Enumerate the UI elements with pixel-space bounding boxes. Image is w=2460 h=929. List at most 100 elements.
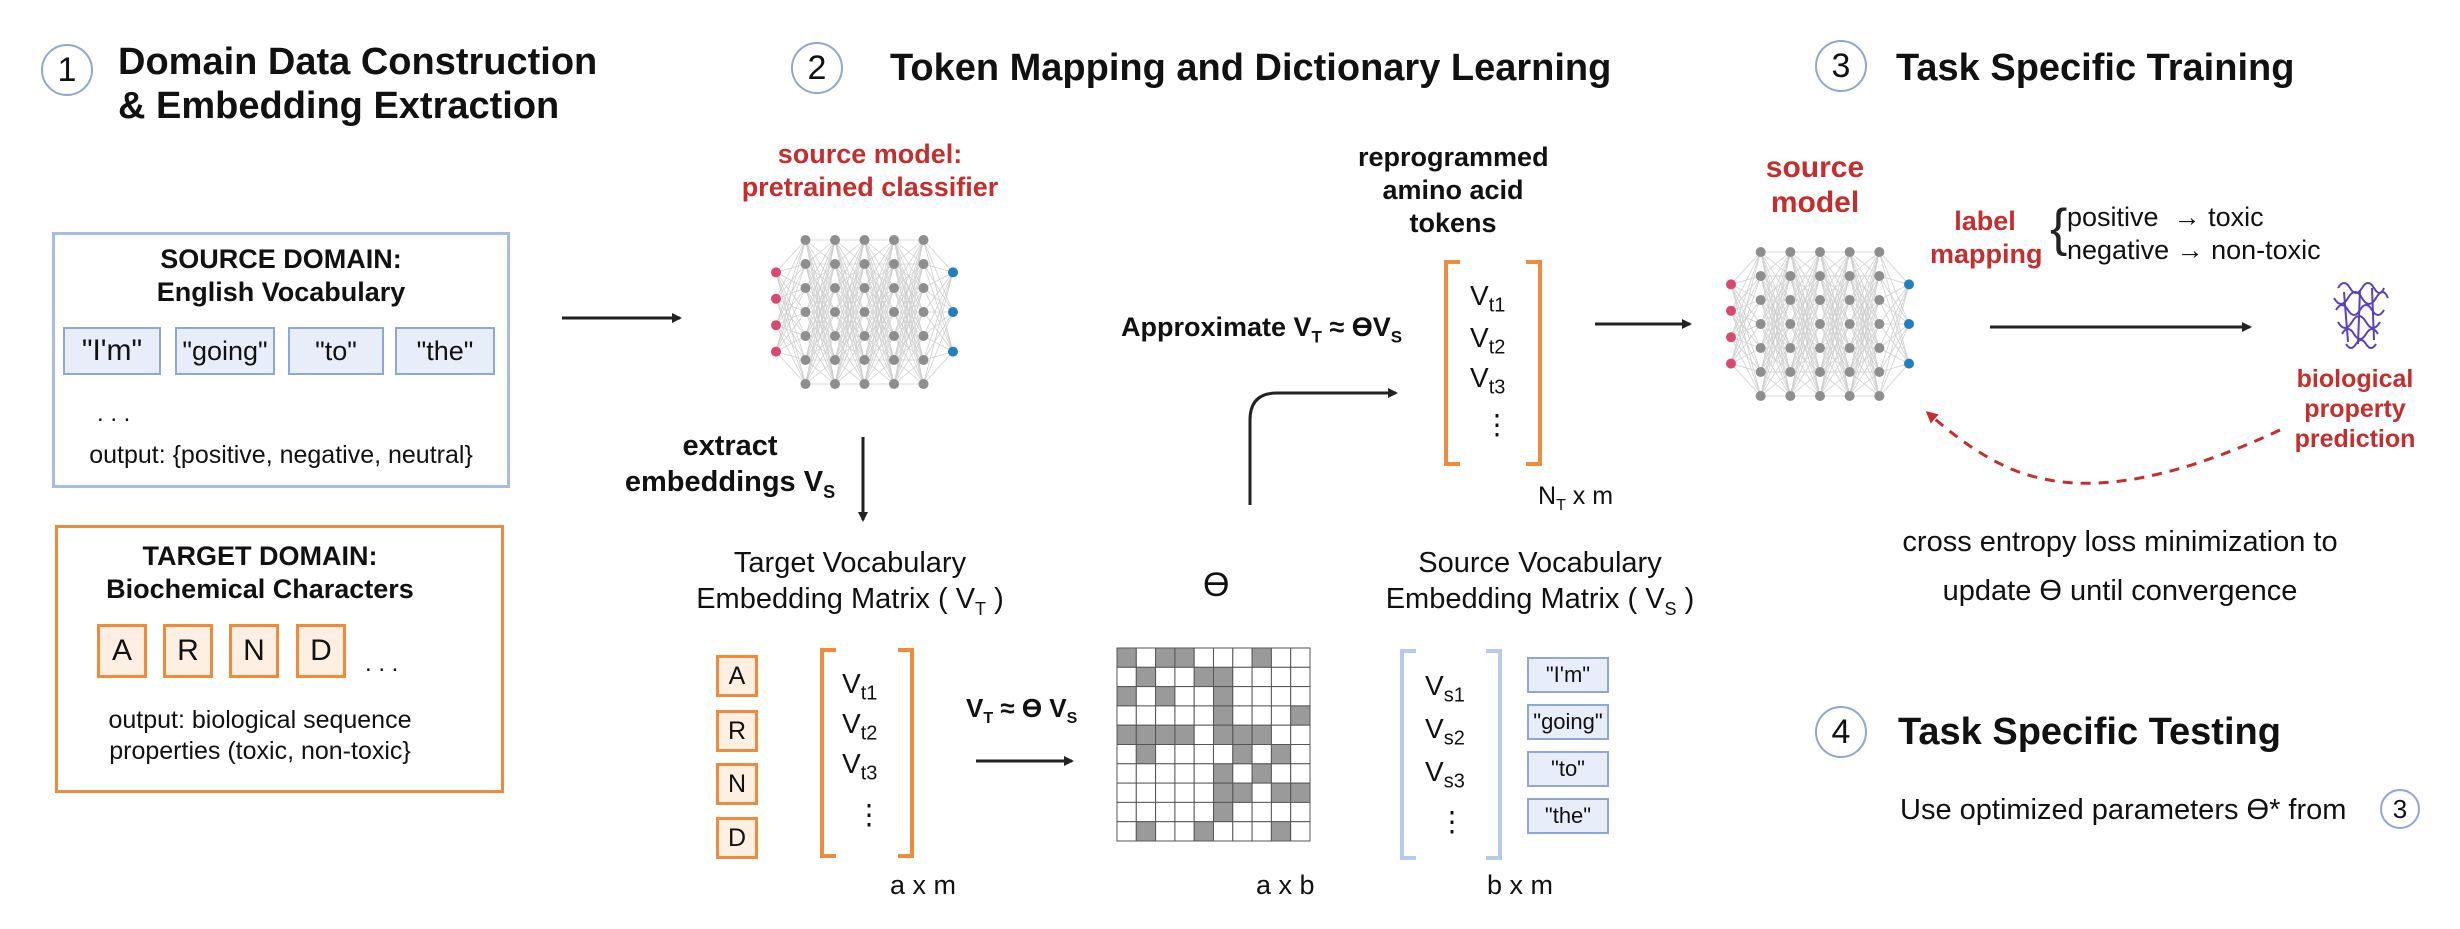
network-edge xyxy=(1730,251,1762,338)
theta-cell xyxy=(1174,705,1195,726)
network-edge xyxy=(805,311,836,385)
theta-cell xyxy=(1174,763,1195,784)
network-edge xyxy=(923,311,954,352)
network-node xyxy=(1815,367,1825,377)
network-edge xyxy=(775,239,806,326)
theta-cell xyxy=(1174,724,1195,746)
source-vector-dots: ⋮ xyxy=(1438,806,1466,837)
network-edge xyxy=(923,311,954,361)
theta-cell xyxy=(1213,724,1234,746)
network-edge xyxy=(1849,299,1880,397)
source-word: "going" xyxy=(175,327,275,375)
target-letter: N xyxy=(229,624,279,678)
network-edge xyxy=(864,287,895,385)
source-word: "the" xyxy=(395,327,495,375)
theta-cell xyxy=(1232,724,1253,746)
theta-cell xyxy=(1174,744,1195,765)
theta-cell xyxy=(1232,647,1253,668)
reprogrammed-vector: Vt1 xyxy=(1470,280,1506,317)
theta-cell xyxy=(1270,705,1292,726)
network-edge xyxy=(775,311,806,326)
theta-cell xyxy=(1116,647,1137,668)
network-edge xyxy=(775,298,806,385)
network-edge xyxy=(1730,336,1761,373)
theta-cell xyxy=(1213,782,1234,803)
network-edge xyxy=(834,287,865,385)
theta-cell xyxy=(1270,821,1292,842)
theta-cell xyxy=(1155,801,1176,823)
network-node xyxy=(1874,343,1885,353)
network-node xyxy=(1785,295,1796,305)
network-edge xyxy=(1730,347,1761,364)
network-node xyxy=(1726,358,1736,369)
network-edge xyxy=(1730,275,1761,285)
network-edge xyxy=(1730,323,1761,364)
network-node xyxy=(771,320,781,331)
network-edge xyxy=(1789,323,1821,397)
network-edge xyxy=(1819,371,1850,397)
theta-cell xyxy=(1290,744,1311,765)
network-node xyxy=(859,355,870,365)
target-matrix-title: Target Vocabulary Embedding Matrix ( VT … xyxy=(696,547,1004,619)
network-edge xyxy=(1879,347,1910,364)
network-edge xyxy=(1849,323,1880,397)
network-edge xyxy=(805,239,836,337)
source-model-label: source model: pretrained classifier xyxy=(741,139,999,202)
theta-cell xyxy=(1213,705,1234,726)
network-node xyxy=(1726,305,1736,316)
network-edge xyxy=(775,287,806,300)
step-4-number: 4 xyxy=(1815,706,1867,758)
network-edge xyxy=(775,324,806,361)
theta-matrix xyxy=(1116,647,1311,842)
network-node xyxy=(1844,343,1855,353)
network-edge xyxy=(893,239,924,265)
theta-cell xyxy=(1213,821,1234,842)
network-edge xyxy=(923,287,954,313)
network-edge xyxy=(834,335,865,385)
network-edge xyxy=(893,311,924,385)
network-node xyxy=(859,307,870,317)
network-edge xyxy=(923,272,954,337)
theta-cell xyxy=(1116,744,1137,765)
theta-cell xyxy=(1290,647,1311,668)
network-node xyxy=(1755,271,1766,281)
theta-cell xyxy=(1232,705,1253,726)
network-node xyxy=(1726,332,1736,343)
network-edge xyxy=(1819,251,1851,301)
theta-cell xyxy=(1213,647,1234,668)
target-vector: Vt3 xyxy=(842,748,878,785)
network-edge xyxy=(1849,347,1880,397)
network-edge xyxy=(775,298,806,361)
network-edge xyxy=(1730,310,1761,325)
network-edge xyxy=(1849,251,1880,349)
theta-cell xyxy=(1155,821,1176,842)
network-edge xyxy=(775,351,806,385)
network-node xyxy=(830,259,840,269)
network-node xyxy=(830,379,840,389)
network-edge xyxy=(1730,284,1762,373)
network-edge xyxy=(775,272,806,385)
network-edge xyxy=(1730,284,1761,301)
theta-cell xyxy=(1251,647,1272,668)
target-matrix-letter: A xyxy=(716,655,758,697)
network-edge xyxy=(805,239,836,313)
target-domain-header: TARGET DOMAIN: Biochemical Characters xyxy=(106,541,414,604)
network-node xyxy=(1755,367,1766,377)
network-node xyxy=(1785,319,1796,329)
theta-cell xyxy=(1193,666,1214,688)
theta-cell xyxy=(1270,647,1292,668)
theta-cell xyxy=(1193,782,1214,803)
network-node xyxy=(859,331,870,341)
theta-cell xyxy=(1290,801,1311,823)
network-node xyxy=(1726,279,1736,290)
source-vector: Vs1 xyxy=(1425,670,1465,707)
network-node xyxy=(800,331,811,341)
theta-cell xyxy=(1174,782,1195,803)
prediction-label: biological property prediction xyxy=(2294,365,2416,453)
theta-cell xyxy=(1232,763,1253,784)
network-edge xyxy=(805,239,836,289)
network-edge xyxy=(775,272,806,313)
network-edge xyxy=(923,272,954,289)
label-mapping-row: negative → non-toxic xyxy=(2067,235,2321,265)
network-edge xyxy=(923,239,954,352)
